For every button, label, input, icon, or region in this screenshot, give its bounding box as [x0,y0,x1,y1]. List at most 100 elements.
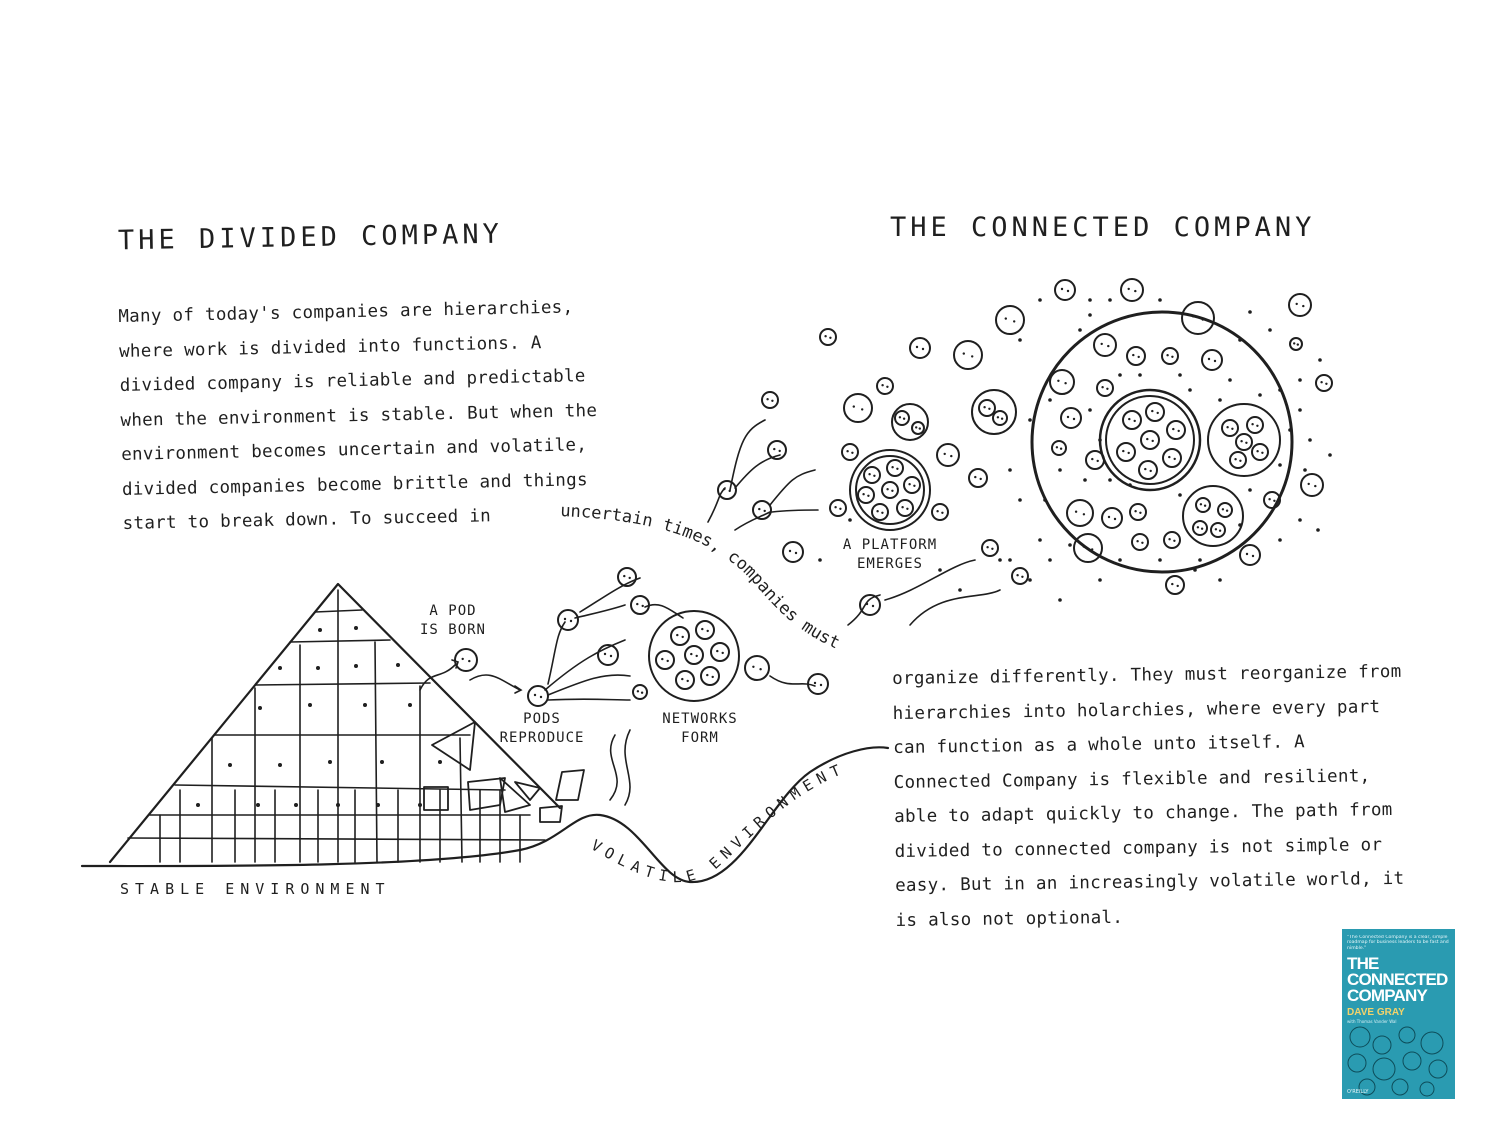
pod-cell [1315,374,1333,392]
pod-nucleus [1251,423,1254,426]
pods-reproduce-label: PODS REPRODUCE [499,711,585,746]
pod-nucleus [902,417,906,420]
pod-cell [1131,533,1149,551]
pod-cell [1300,473,1324,497]
book-cover[interactable]: "The Connected Company is a clear, simpl… [1342,929,1455,1099]
networks-form-label: NETWORKS FORM [662,711,738,746]
pod-nucleus [1268,498,1271,501]
pod-cell [911,421,925,435]
pod-nucleus [1221,508,1225,511]
pod-nucleus [1057,379,1060,382]
pod-nucleus [1293,342,1296,345]
pod-cell [782,541,804,563]
pod-nucleus [886,385,889,388]
stable-environment-label: STABLE ENVIRONMENT [120,880,391,898]
pod-cell [1288,293,1312,317]
pod-nucleus [1200,527,1204,530]
pod-cell [992,410,1008,426]
pod-nucleus [1173,457,1176,461]
pod-nucleus [1251,554,1255,558]
connected-core-inner [1105,395,1195,485]
pod-cell [1101,507,1123,529]
pod-cell [1051,440,1067,456]
pod-nucleus [873,474,876,477]
pod-nucleus [676,633,679,637]
pod-nucleus [983,406,986,409]
book-subtitle: with Thomas Vander Wal [1347,1019,1397,1024]
pod-cell [1085,450,1105,470]
pod-nucleus [936,510,939,513]
pod-nucleus [1128,417,1131,421]
flow-arrows [419,419,1001,806]
pod-nucleus [1133,419,1136,423]
pod-cell [1229,451,1247,469]
volatile-environment-label: VOLATILE ENVIRONMENT [588,759,848,886]
pod-nucleus [666,659,669,663]
pod-cell [894,410,910,426]
speck [1038,538,1042,542]
pod-cell [1093,333,1117,357]
pod-nucleus [908,483,911,486]
pod-nucleus [1100,342,1103,346]
book-author: DAVE GRAY [1347,1007,1405,1018]
pod-cell [1129,503,1147,521]
speck [1128,483,1132,487]
speck [1318,358,1322,362]
pod-nucleus [1107,344,1110,348]
pod-nucleus [1261,451,1264,454]
pod-nucleus [1234,458,1237,461]
pyramid-grid [127,589,546,863]
pod-nucleus [1137,355,1140,359]
pod-nucleus [1173,539,1176,542]
pod-nucleus [1240,440,1243,443]
pod-nucleus [1213,359,1217,363]
speck [1268,328,1272,332]
speck [1108,298,1112,302]
speck [1058,468,1062,472]
pod-cell [1060,407,1082,429]
pod-nucleus [539,695,543,699]
pod-nucleus [1000,417,1004,420]
pod-nucleus [636,602,639,606]
pod-cell [1217,502,1233,518]
pod-nucleus [636,690,640,693]
pod-nucleus [1245,441,1248,444]
speck [1158,558,1162,562]
pod-nucleus [851,451,854,454]
speck [1278,538,1282,542]
pod-nucleus [1245,552,1249,556]
pod-nucleus [862,493,865,496]
pod-cell [1221,419,1239,437]
pod-nucleus [603,652,607,656]
pod-cell [700,666,720,686]
pod-cell [1195,497,1211,513]
pod-nucleus [1134,289,1137,293]
pod-nucleus [706,629,709,633]
pod-cell [1145,402,1165,422]
speck [1098,578,1102,582]
pod-nucleus [1320,381,1323,384]
pod-nucleus [569,619,573,623]
speck [818,558,822,562]
speck [1008,468,1012,472]
pod-nucleus [1059,447,1063,450]
pod-cell [632,684,648,700]
pod-nucleus [996,416,1000,419]
pod-nucleus [1016,574,1019,577]
pod-nucleus [640,691,644,694]
pod-cell [1239,544,1261,566]
pod-nucleus [701,627,704,631]
pod-nucleus [921,347,925,351]
pod-nucleus [881,511,884,514]
pod-nucleus [1134,510,1137,513]
pod-nucleus [1122,449,1125,453]
pod-nucleus [1171,582,1174,586]
pod-nucleus [861,408,864,411]
pod-cell [886,459,904,477]
speck [1008,558,1012,562]
pod-cell [1073,533,1103,563]
pod-nucleus [1136,540,1139,543]
pod-cell [617,567,637,587]
speck [1158,298,1162,302]
speck [1058,598,1062,602]
